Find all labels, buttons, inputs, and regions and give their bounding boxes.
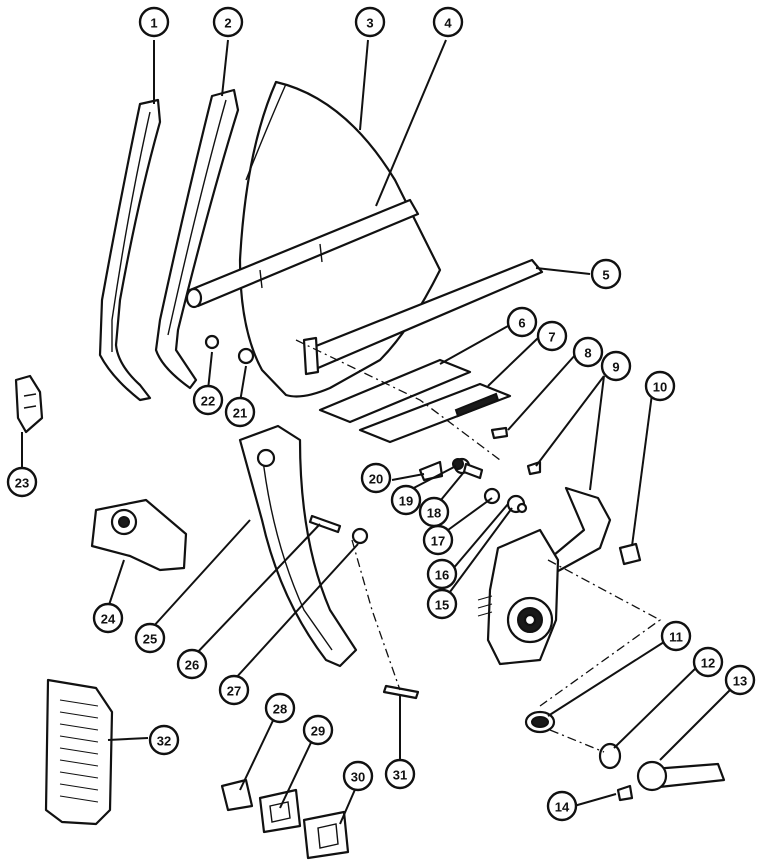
part-21-bumper [237,347,255,365]
part-20-clip [418,460,444,482]
callout-15: 15 [426,588,458,620]
callout-label: 11 [669,630,683,645]
part-4-glass-channel [185,198,420,309]
callout-label: 18 [427,506,441,521]
callout-label: 9 [612,360,619,375]
part-29-switch [258,788,302,834]
callout-24: 24 [92,602,124,634]
callout-label: 7 [548,330,555,345]
part-1-weatherstrip [98,98,162,402]
callout-4: 4 [432,6,464,38]
part-23-bracket [14,374,44,434]
callout-label: 32 [157,734,171,749]
callout-label: 8 [584,346,591,361]
callout-14: 14 [546,790,578,822]
part-15-regulator [477,528,560,666]
callout-label: 23 [15,476,29,491]
callout-26: 26 [176,648,208,680]
callout-19: 19 [390,484,422,516]
callout-30: 30 [342,760,374,792]
callout-label: 26 [185,658,199,673]
part-32-grille [44,678,114,826]
part-10-clip [618,542,642,566]
callout-label: 28 [273,702,287,717]
callout-10: 10 [644,370,676,402]
callout-22: 22 [192,384,224,416]
callout-label: 15 [435,598,449,613]
callout-label: 22 [201,394,215,409]
part-6-lift-plate [318,358,472,424]
callout-label: 10 [653,380,667,395]
callout-6: 6 [506,306,538,338]
callout-7: 7 [536,320,568,352]
part-3-window-glass [238,80,442,398]
part-2-weatherstrip [154,88,240,390]
part-11-spring [524,710,556,734]
callout-label: 25 [143,632,157,647]
callout-label: 29 [311,724,325,739]
part-14-screw [616,784,634,802]
callout-label: 27 [227,684,241,699]
callout-label: 5 [602,268,609,283]
part-13-handle [636,760,726,792]
callout-5: 5 [590,258,622,290]
assembly-lines [295,339,662,753]
callout-11: 11 [660,620,692,652]
part-26-pin [308,514,342,534]
callout-17: 17 [422,524,454,556]
part-7-lift-plate [358,382,512,444]
callout-31: 31 [384,758,416,790]
callout-32: 32 [148,724,180,756]
callout-1: 1 [138,6,170,38]
callout-label: 31 [393,768,407,783]
part-24-motor [90,498,188,572]
callout-9: 9 [600,350,632,382]
callout-label: 2 [224,16,231,31]
callout-label: 21 [233,406,247,421]
callout-29: 29 [302,714,334,746]
callout-27: 27 [218,674,250,706]
part-27-knob [351,527,369,545]
callout-8: 8 [572,336,604,368]
callout-label: 1 [150,16,157,31]
callout-23: 23 [6,466,38,498]
callout-label: 20 [369,472,383,487]
callout-label: 19 [399,494,413,509]
part-28-switch [220,778,254,812]
callout-21: 21 [224,396,256,428]
part-22-bumper [204,334,220,350]
callout-label: 12 [701,656,715,671]
part-12-escutcheon [598,742,622,770]
callout-12: 12 [692,646,724,678]
callout-2: 2 [212,6,244,38]
callout-label: 30 [351,770,365,785]
callout-25: 25 [134,622,166,654]
callout-13: 13 [724,664,756,696]
callout-label: 13 [733,674,747,689]
part-5-sash-channel [302,258,544,376]
part-31-pin [382,684,420,700]
callout-16: 16 [426,558,458,590]
callout-label: 3 [366,16,373,31]
callout-28: 28 [264,692,296,724]
part-9-cam-arm [526,460,612,582]
part-30-switch [302,810,350,860]
callout-18: 18 [418,496,450,528]
part-8-screw [490,426,509,440]
callout-label: 14 [555,800,570,815]
callout-label: 17 [431,534,445,549]
callout-3: 3 [354,6,386,38]
callout-label: 6 [518,316,525,331]
callout-label: 24 [101,612,116,627]
callout-label: 16 [435,568,449,583]
callout-20: 20 [360,462,392,494]
leader-lines [21,39,737,825]
callout-label: 4 [444,16,452,31]
